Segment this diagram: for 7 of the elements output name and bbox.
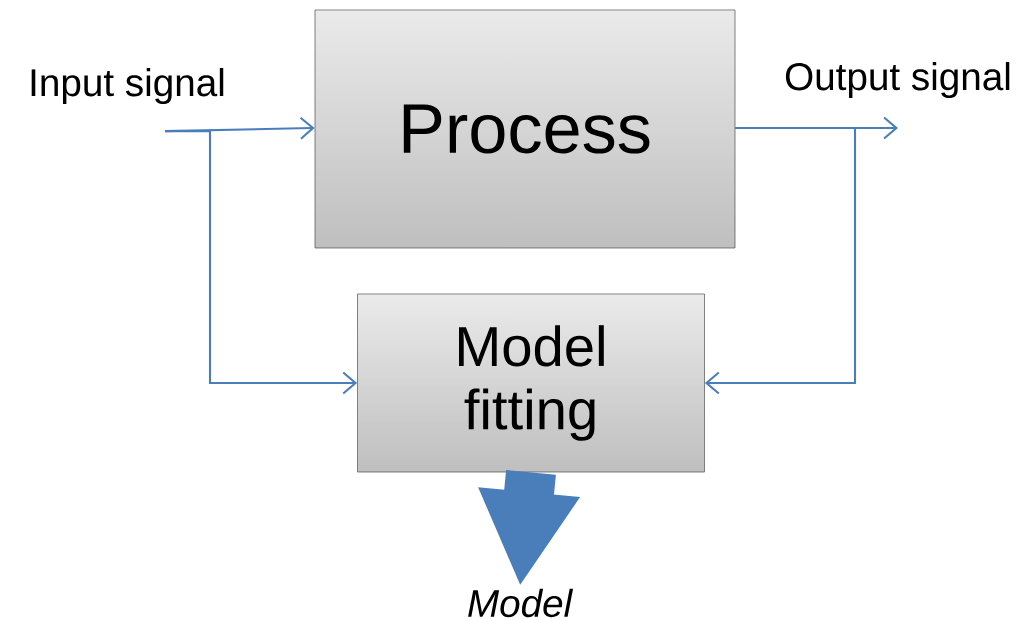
process-box: Process <box>314 9 736 249</box>
arrow <box>165 130 358 395</box>
arrow <box>704 126 857 395</box>
signal-label: Output signal <box>785 61 1010 98</box>
signal-label: Model <box>468 588 574 618</box>
signal-label: Input signal <box>31 67 224 104</box>
process-box: Model fitting <box>357 293 705 473</box>
